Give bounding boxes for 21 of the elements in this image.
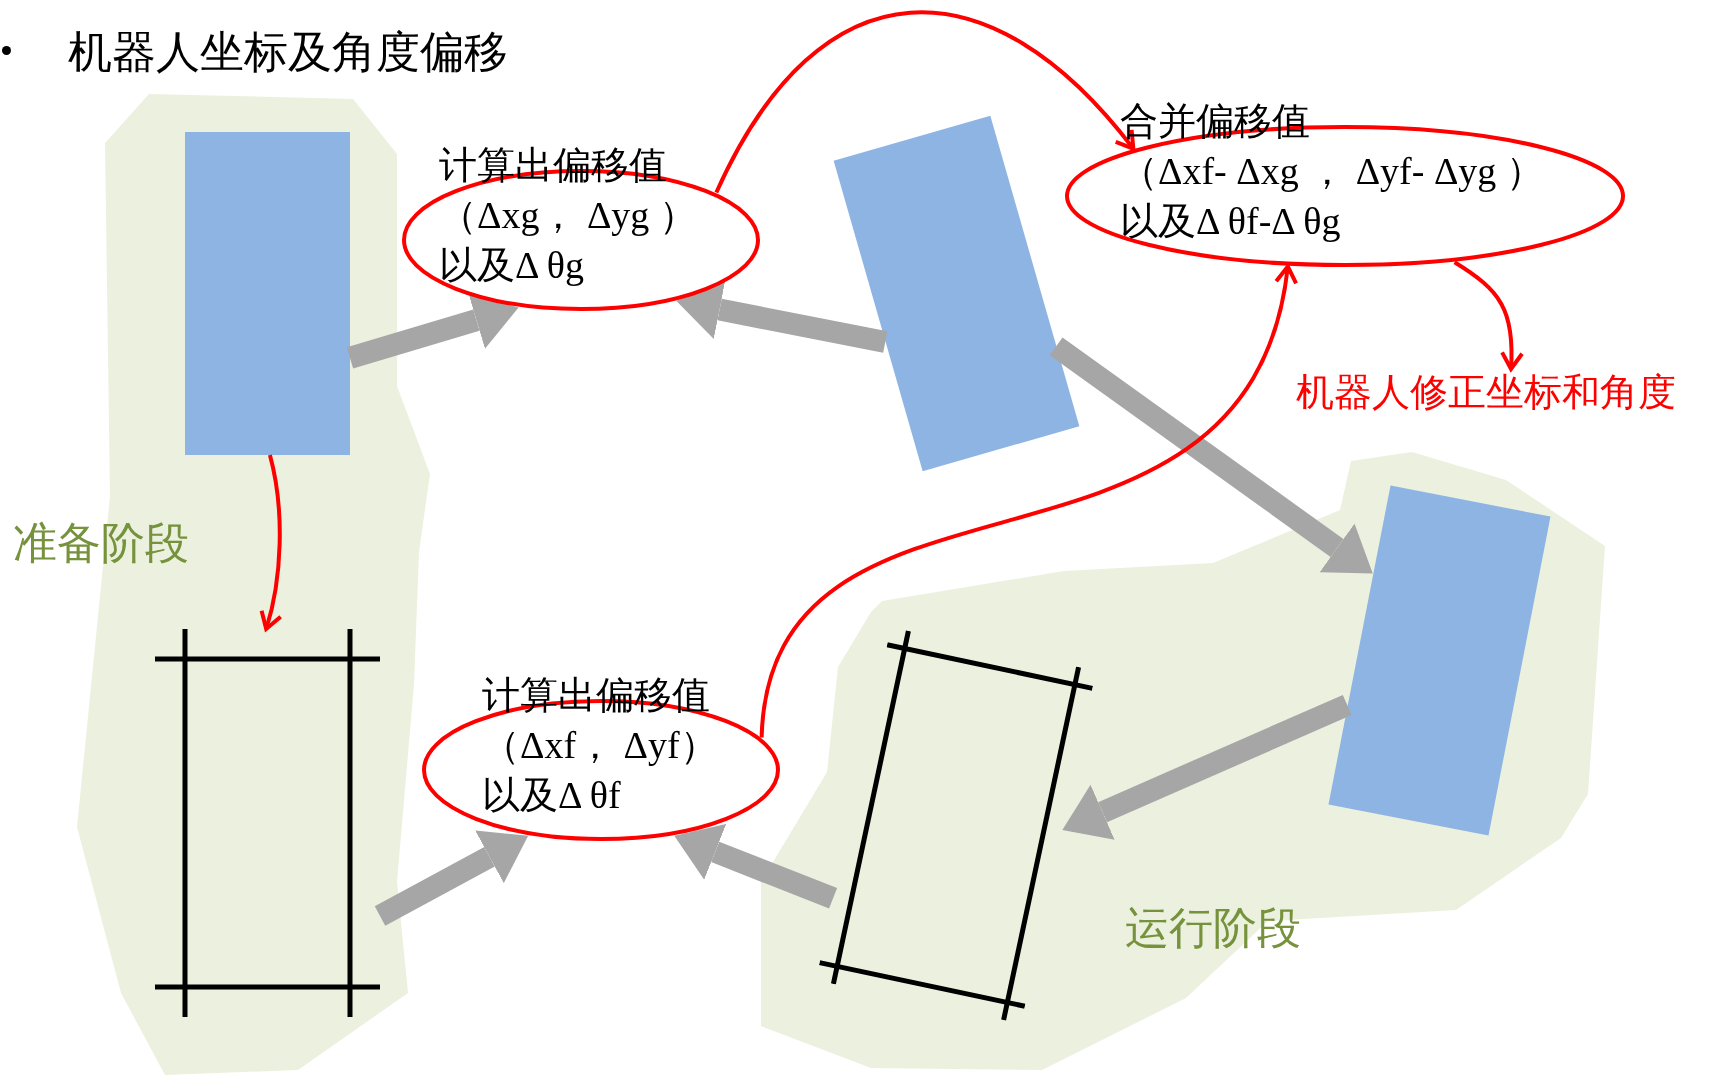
curved-arrow bbox=[259, 454, 283, 631]
stage-label: 准备阶段 bbox=[13, 518, 189, 568]
callout-text: 以及Δ θf bbox=[482, 773, 621, 818]
callout-text: （Δxf， Δyf） bbox=[482, 723, 718, 768]
block-arrow bbox=[1049, 337, 1373, 574]
callout-text: 以及Δ θf-Δ θg bbox=[1120, 199, 1341, 244]
curved-arrow bbox=[759, 264, 1296, 738]
stage-label: 运行阶段 bbox=[1125, 903, 1301, 953]
curved-arrow bbox=[1453, 260, 1524, 371]
block-arrow bbox=[1062, 694, 1352, 840]
curved-arrow bbox=[714, 10, 1136, 194]
workpiece-rectangle bbox=[185, 132, 350, 455]
block-arrow bbox=[374, 830, 529, 926]
callout-text: （Δxf- Δxg ， Δyf- Δyg ） bbox=[1120, 149, 1544, 194]
title: 机器人坐标及角度偏移 bbox=[68, 26, 508, 78]
block-arrow bbox=[676, 280, 888, 353]
block-arrow bbox=[674, 823, 838, 909]
callout-text: （Δxg， Δyg ） bbox=[439, 193, 697, 238]
frame-drawing bbox=[155, 629, 380, 1017]
callout-text: 以及Δ θg bbox=[439, 243, 585, 288]
result-label: 机器人修正坐标和角度 bbox=[1296, 370, 1676, 415]
